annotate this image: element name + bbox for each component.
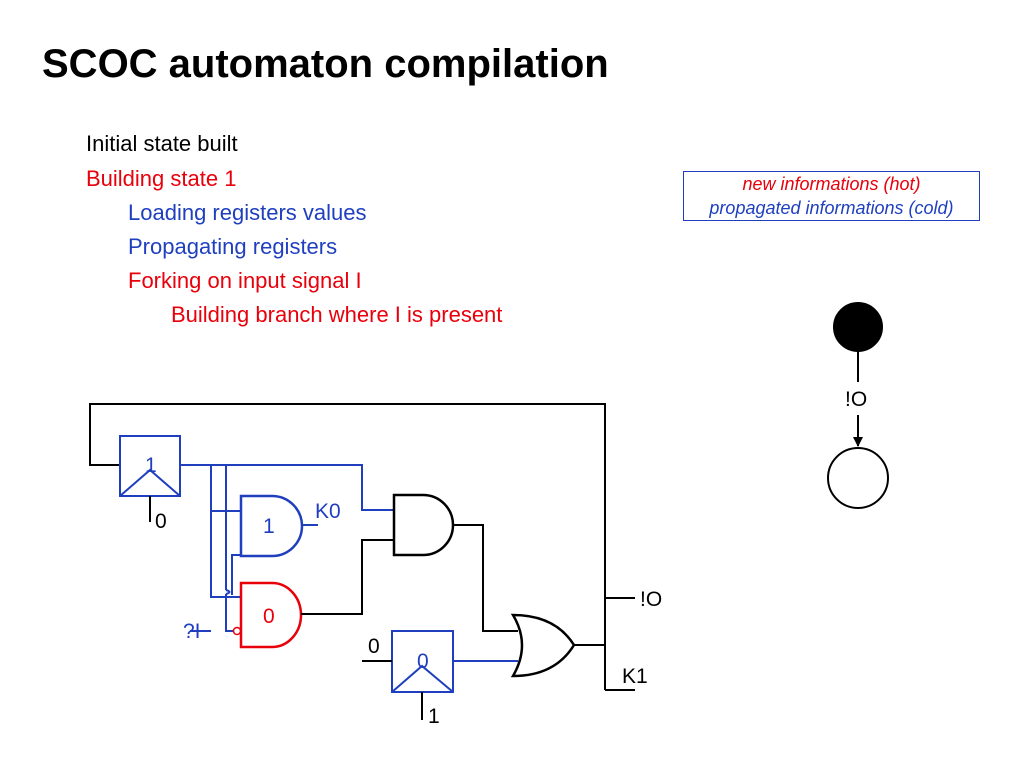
feedback-wire (89, 403, 635, 691)
k0-label: K0 (315, 500, 341, 523)
register-top-output-wires (180, 464, 394, 632)
and-gate-middle (392, 493, 455, 557)
slide-title: SCOC automaton compilation (42, 42, 609, 86)
register-top-init: 0 (155, 510, 167, 533)
and-gate-bottom-value: 0 (263, 605, 275, 628)
register-bottom-init-input: 0 (368, 635, 380, 658)
step-forking-input: Forking on input signal I (128, 268, 362, 293)
transition-label: !O (845, 388, 867, 411)
initial-state-node (833, 302, 883, 352)
register-bottom-value: 0 (417, 650, 429, 673)
step-loading-registers: Loading registers values (128, 200, 367, 225)
color-legend: new informations (hot) propagated inform… (683, 171, 980, 221)
register-bottom: 0 0 1 (362, 630, 518, 728)
legend-cold: propagated informations (cold) (709, 198, 954, 218)
register-bottom-init: 1 (428, 705, 440, 728)
input-i-label: ?I (183, 620, 201, 643)
and-gate-top-value: 1 (263, 515, 275, 538)
step-propagating-registers: Propagating registers (128, 234, 338, 259)
output-k1-label: K1 (622, 665, 648, 688)
or-gate (510, 613, 576, 678)
and-gate-bottom: 0 ?I (183, 581, 303, 649)
step-building-branch: Building branch where I is present (171, 302, 503, 327)
automaton-graph: !O (827, 302, 889, 509)
register-top: 1 0 (119, 435, 181, 533)
step-initial-state: Initial state built (86, 131, 238, 156)
state-1-node (827, 447, 889, 509)
step-building-state: Building state 1 (86, 166, 237, 191)
output-o-label: !O (640, 588, 662, 611)
middle-wires (301, 524, 605, 646)
register-top-value: 1 (145, 454, 157, 477)
legend-hot: new informations (hot) (742, 174, 921, 194)
and-gate-top: 1 K0 (239, 494, 341, 558)
